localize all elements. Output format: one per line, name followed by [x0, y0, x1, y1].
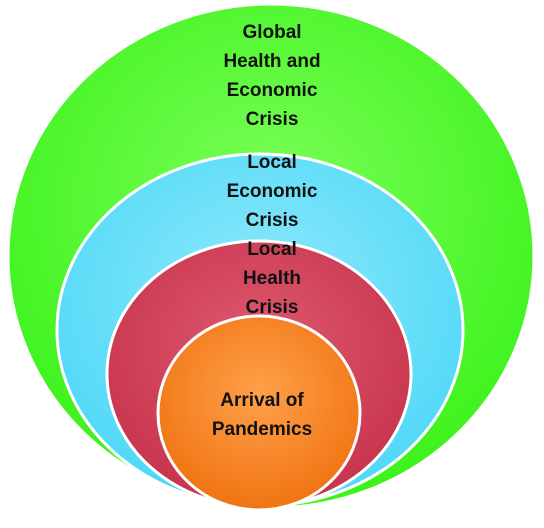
local-economic-crisis-label: Local Economic Crisis	[226, 152, 318, 231]
local-health-crisis-label: Local Health Crisis	[242, 239, 302, 318]
arrival-of-pandemics-circle	[156, 314, 362, 512]
arrival-of-pandemics-label: Arrival of Pandemics	[211, 390, 313, 440]
global-health-economic-crisis-label: Global Health and Economic Crisis	[223, 22, 321, 130]
